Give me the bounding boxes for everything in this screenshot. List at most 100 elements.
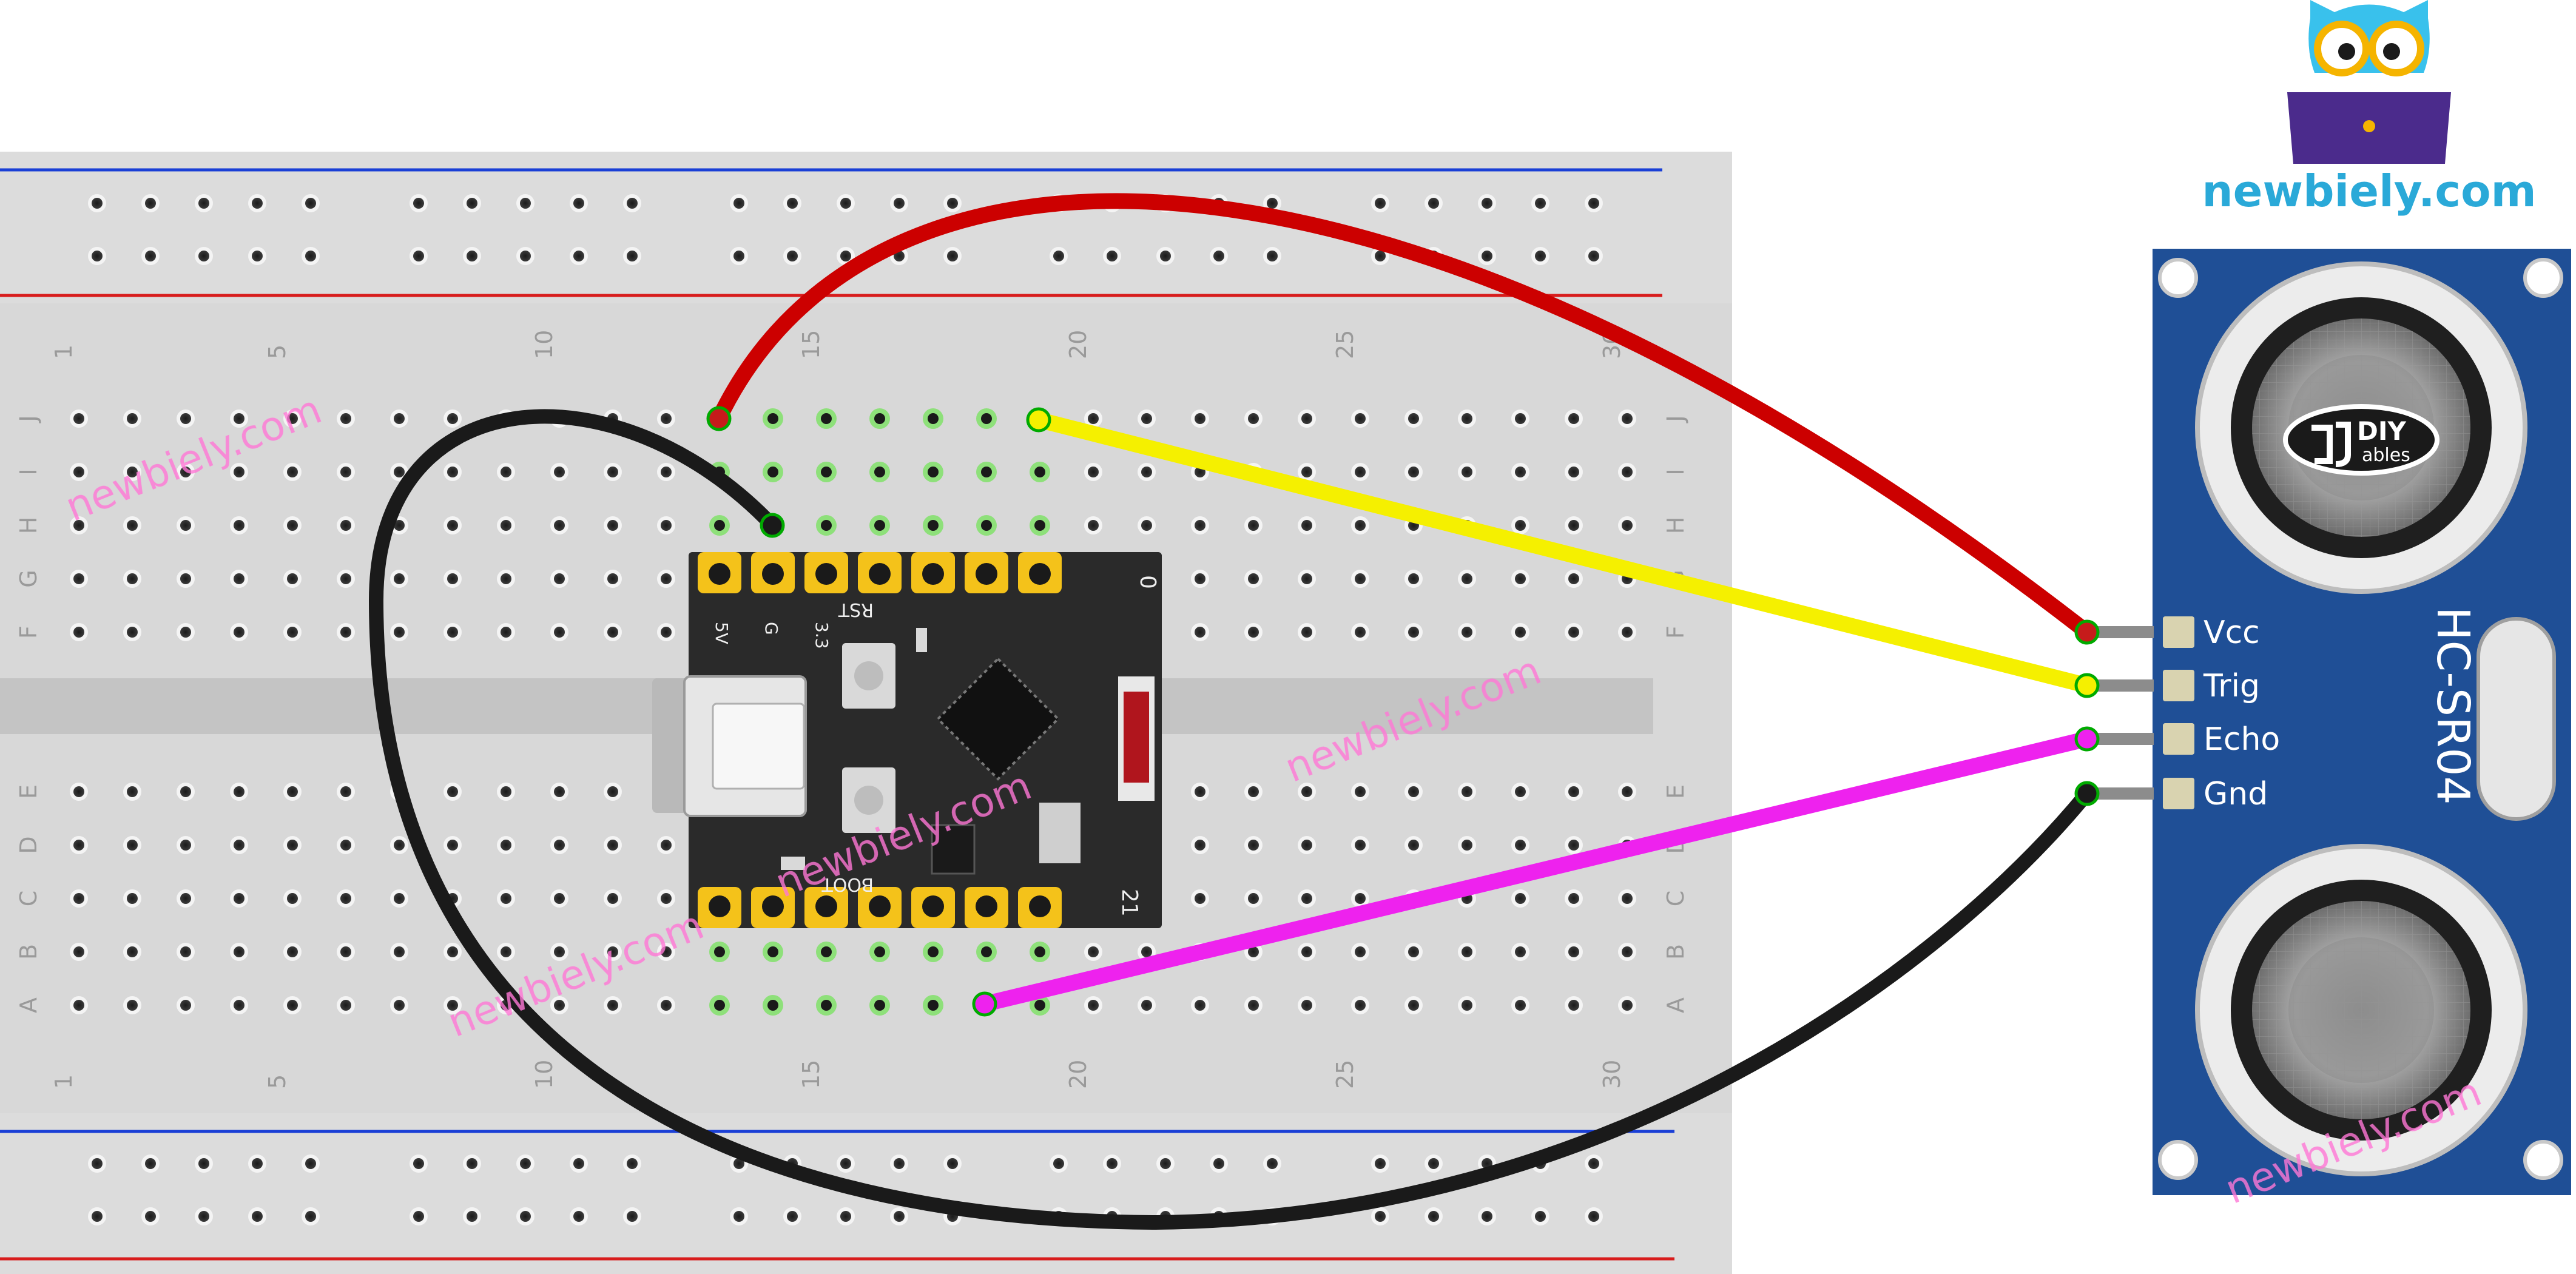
breadboard-hole-core [1301,413,1312,424]
label-5v: 5V [712,622,732,644]
breadboard-hole-core [1515,1000,1526,1011]
breadboard-hole-core [1462,413,1472,424]
breadboard-hole-core [1301,467,1312,477]
breadboard-hole-core [127,627,138,638]
breadboard-hole-core [607,573,618,584]
breadboard-hole-core [127,520,138,531]
breadboard-hole-core [607,627,618,638]
rail-hole-core [787,198,798,209]
breadboard-hole-core [127,840,138,851]
breadboard-hole-core [607,893,618,904]
breadboard-hole-core [1141,946,1152,957]
rail-hole-core [1053,251,1064,261]
breadboard-hole-core [287,840,298,851]
pin-pads-bottom [698,887,1062,928]
breadboard-hole-core [607,840,618,851]
rail-hole-core [627,198,638,209]
breadboard-hole-core [1515,946,1526,957]
crystal-component [1039,803,1081,863]
rail-hole-core [413,251,424,261]
row-label: D [15,836,42,854]
breadboard-hole-core [234,413,244,424]
breadboard-hole-core [1515,573,1526,584]
breadboard-hole-core [180,627,191,638]
sensor-pin-lead [2087,626,2154,638]
breadboard-hole-core [73,413,84,424]
breadboard-hole-core [287,893,298,904]
breadboard-hole-core [73,627,84,638]
connected-hole-core [767,413,778,424]
breadboard-hole-core [234,573,244,584]
wire-echo-magenta [977,731,2095,1012]
breadboard-hole-core [394,893,405,904]
breadboard-hole-core [287,1000,298,1011]
rail-hole-core [467,198,477,209]
breadboard-hole-core [1195,520,1205,531]
breadboard-hole-core [73,1000,84,1011]
mount-hole [2523,1140,2563,1180]
rail-hole-core [520,1211,531,1222]
breadboard-hole-core [1141,1000,1152,1011]
breadboard-hole-core [180,786,191,797]
rail-hole-core [840,251,851,261]
column-label: 20 [1065,1060,1091,1089]
breadboard-hole-core [1408,467,1419,477]
wire-end [2074,673,2100,698]
connected-hole-core [928,467,939,477]
rail-hole-core [1588,1211,1599,1222]
connected-hole-core [714,520,725,531]
wire-gnd-board-black [368,409,2094,1230]
breadboard-hole-core [501,573,511,584]
breadboard-hole-core [501,467,511,477]
breadboard-hole-core [501,520,511,531]
breadboard-hole-core [1088,413,1099,424]
breadboard-hole-core [1355,467,1366,477]
breadboard-hole-core [447,413,458,424]
rail-hole-core [305,1158,316,1169]
breadboard-hole-core [180,1000,191,1011]
breadboard-hole-core [1195,573,1205,584]
breadboard-hole-core [1568,520,1579,531]
column-label: 15 [798,1060,824,1089]
breadboard-hole-core [180,840,191,851]
breadboard-hole-core [1355,946,1366,957]
pin-pad-hole [1029,563,1051,585]
breadboard-hole-core [1622,893,1633,904]
breadboard-hole-core [447,573,458,584]
breadboard-hole-core [661,520,672,531]
breadboard-hole-core [1248,1000,1259,1011]
connected-hole-core [821,520,832,531]
sensor-pin-pad [2163,616,2194,648]
crystal-oscillator [2477,617,2556,821]
rail-hole-core [894,198,905,209]
rail-hole-core [733,1158,744,1169]
breadboard-hole-core [234,1000,244,1011]
row-label: C [15,891,42,907]
wire-end [972,991,997,1017]
connected-hole-core [821,413,832,424]
breadboard-hole-core [340,893,351,904]
breadboard-hole-core [554,786,565,797]
connected-hole-core [1034,467,1045,477]
column-label: 1 [50,345,77,359]
rail-hole-core [573,1211,584,1222]
wire-end [2074,619,2100,645]
rail-hole-core [92,1211,103,1222]
column-label: 25 [1332,330,1358,359]
breadboard-hole-core [127,573,138,584]
breadboard-hole-core [1355,1000,1366,1011]
rail-hole-core [467,251,477,261]
rail-hole-core [733,251,744,261]
pin-pad-hole [709,563,730,585]
rst-button-cap [854,661,883,690]
rail-hole-core [198,198,209,209]
pin-pad-hole [762,895,784,917]
breadboard-hole-core [1568,840,1579,851]
rail-hole-core [467,1158,477,1169]
breadboard-hole-core [1355,893,1366,904]
rail-hole-core [252,251,263,261]
breadboard-hole-core [661,413,672,424]
breadboard-hole-core [394,467,405,477]
breadboard-hole-core [1568,786,1579,797]
breadboard-hole-core [394,413,405,424]
